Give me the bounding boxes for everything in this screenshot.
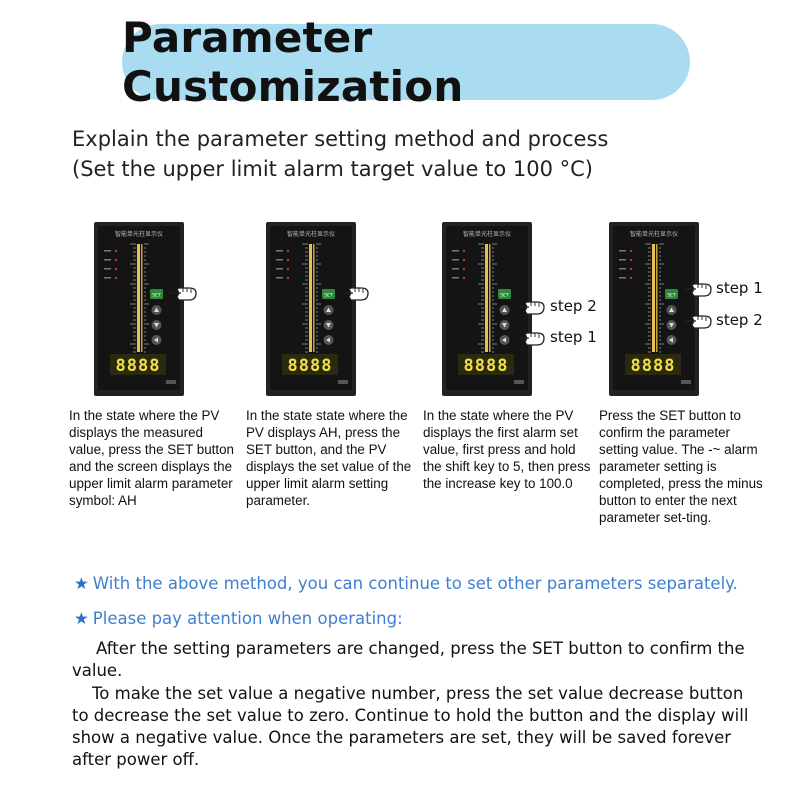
step-4-description: Press the SET button to confirm the para… (599, 408, 763, 525)
pointing-hand-icon (683, 310, 715, 332)
svg-text:智能单光柱显示仪: 智能单光柱显示仪 (287, 230, 335, 238)
svg-text:智能单光柱显示仪: 智能单光柱显示仪 (115, 230, 163, 238)
svg-text:SET: SET (667, 293, 676, 299)
paragraph-negative: To make the set value a negative number,… (72, 684, 749, 769)
note-attention: ★Please pay attention when operating: (74, 609, 403, 628)
title-banner: Parameter Customization (122, 13, 690, 111)
intro-text: Explain the parameter setting method and… (72, 124, 608, 184)
svg-text:SET: SET (324, 293, 333, 299)
controller-image-step-1: 智能单光柱显示仪 SET 8888 (94, 222, 184, 396)
star-icon: ★ (74, 609, 89, 628)
star-icon: ★ (74, 574, 89, 593)
step-label: step 2 (716, 311, 763, 329)
step-label: step 2 (550, 297, 597, 315)
pointing-hand-icon (516, 327, 548, 349)
intro-line-2: (Set the upper limit alarm target value … (72, 157, 593, 181)
svg-text:8888: 8888 (116, 356, 161, 376)
svg-text:智能单光柱显示仪: 智能单光柱显示仪 (463, 230, 511, 238)
page-title: Parameter Customization (122, 13, 464, 111)
svg-text:SET: SET (152, 293, 161, 299)
controller-image-step-2: 智能单光柱显示仪 SET 8888 (266, 222, 356, 396)
controller-image-step-3: 智能单光柱显示仪 SET 8888 (442, 222, 532, 396)
controller-image-step-4: 智能单光柱显示仪 SET 8888 (609, 222, 699, 396)
svg-text:SET: SET (500, 293, 509, 299)
pointing-hand-icon (340, 282, 372, 304)
note-attention-text: Please pay attention when operating: (92, 609, 403, 628)
step-label: step 1 (716, 279, 763, 297)
svg-text:智能单光柱显示仪: 智能单光柱显示仪 (630, 230, 678, 238)
note-continue-text: With the above method, you can continue … (92, 574, 738, 593)
pointing-hand-icon (168, 282, 200, 304)
step-1-description: In the state where the PV displays the m… (69, 408, 235, 508)
step-label: step 1 (550, 328, 597, 346)
step-3-description: In the state where the PV displays the f… (423, 408, 591, 491)
step-2-description: In the state state where the PV displays… (246, 408, 412, 508)
paragraph-confirm: After the setting parameters are changed… (72, 639, 745, 680)
pointing-hand-icon (516, 296, 548, 318)
pointing-hand-icon (683, 278, 715, 300)
intro-line-1: Explain the parameter setting method and… (72, 127, 609, 151)
svg-text:8888: 8888 (464, 356, 509, 376)
note-continue: ★With the above method, you can continue… (74, 574, 738, 593)
svg-text:8888: 8888 (631, 356, 676, 376)
svg-text:8888: 8888 (288, 356, 333, 376)
